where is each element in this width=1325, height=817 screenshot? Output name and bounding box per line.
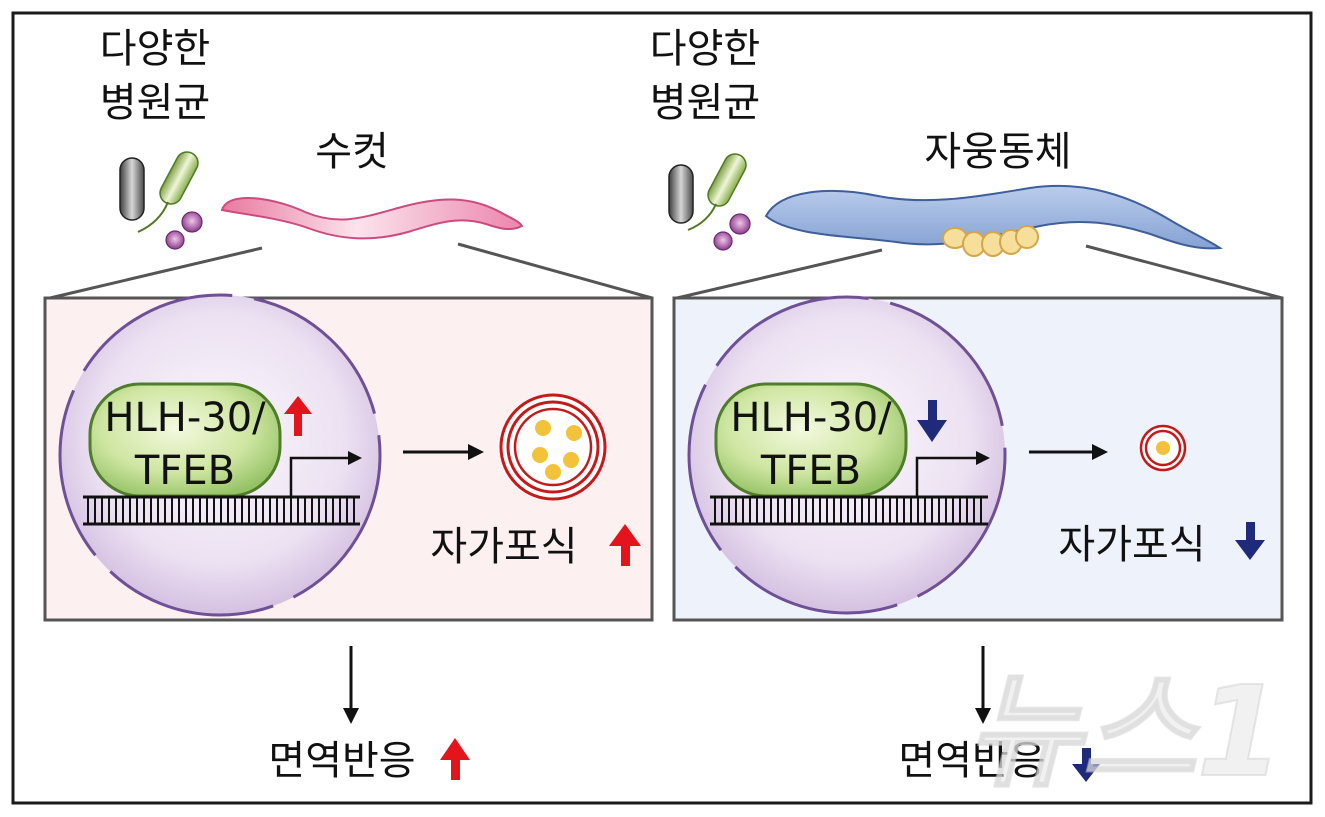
left-half: 다양한 병원균 수컷 HLH-30/ TFEB [43, 26, 654, 784]
male-dna [83, 495, 360, 526]
watermark-logo: 뉴스1 [967, 660, 1284, 805]
right-zoom-line-right [1085, 244, 1283, 300]
hermaphrodite-worm-icon [764, 184, 1223, 250]
left-pathogens-label-line1: 다양한 [100, 26, 210, 72]
male-autophagy-up-arrow [609, 524, 641, 566]
left-zoom-line-left [49, 246, 263, 300]
hermaphrodite-autophagy-down-arrow [1235, 522, 1265, 560]
male-label: 수컷 [315, 129, 389, 175]
hermaphrodite-immune-down-arrow [975, 646, 991, 724]
right-half: 다양한 병원균 자웅동체 HLH-30/ TFEB [650, 26, 1284, 784]
male-tf-label-line1: HLH-30/ [104, 395, 266, 441]
male-autophagy-arrow [403, 444, 484, 460]
male-tf-label-line2: TFEB [134, 448, 235, 494]
male-promoter-arrow [289, 451, 362, 497]
left-pathogens-label-line2: 병원균 [100, 80, 210, 126]
hermaphrodite-tf-label-line1: HLH-30/ [730, 395, 892, 441]
left-pathogens-icon [119, 151, 203, 250]
hermaphrodite-autophagy-label: 자가포식 [1058, 522, 1205, 568]
hermaphrodite-tf-label-line2: TFEB [760, 448, 861, 494]
male-tf-up-arrow [284, 396, 312, 436]
right-pathogens-label-line2: 병원균 [650, 80, 760, 126]
male-immune-down-arrow [343, 646, 359, 724]
male-autophagy-label: 자가포식 [430, 524, 577, 570]
hermaphrodite-autophagosome [1139, 424, 1187, 472]
male-immune-up-arrow [440, 738, 470, 780]
hermaphrodite-eggs [942, 225, 1039, 257]
right-pathogens-icon [668, 153, 751, 251]
hermaphrodite-tf-down-arrow [917, 400, 947, 442]
male-immune-label: 면역반응 [268, 738, 415, 784]
male-worm-icon [220, 197, 524, 240]
hermaphrodite-dna [710, 495, 988, 526]
male-autophagosome [499, 393, 607, 501]
right-pathogens-label-line1: 다양한 [650, 26, 760, 72]
hermaphrodite-label: 자웅동체 [924, 129, 1071, 175]
hermaphrodite-immune-label: 면역반응 [898, 738, 1045, 784]
hermaphrodite-promoter-arrow [915, 451, 990, 497]
hermaphrodite-autophagy-arrow [1029, 444, 1108, 460]
right-zoom-line-left [676, 248, 883, 300]
left-zoom-line-right [457, 242, 653, 300]
hermaphrodite-immune-down-small-arrow [1072, 748, 1100, 782]
